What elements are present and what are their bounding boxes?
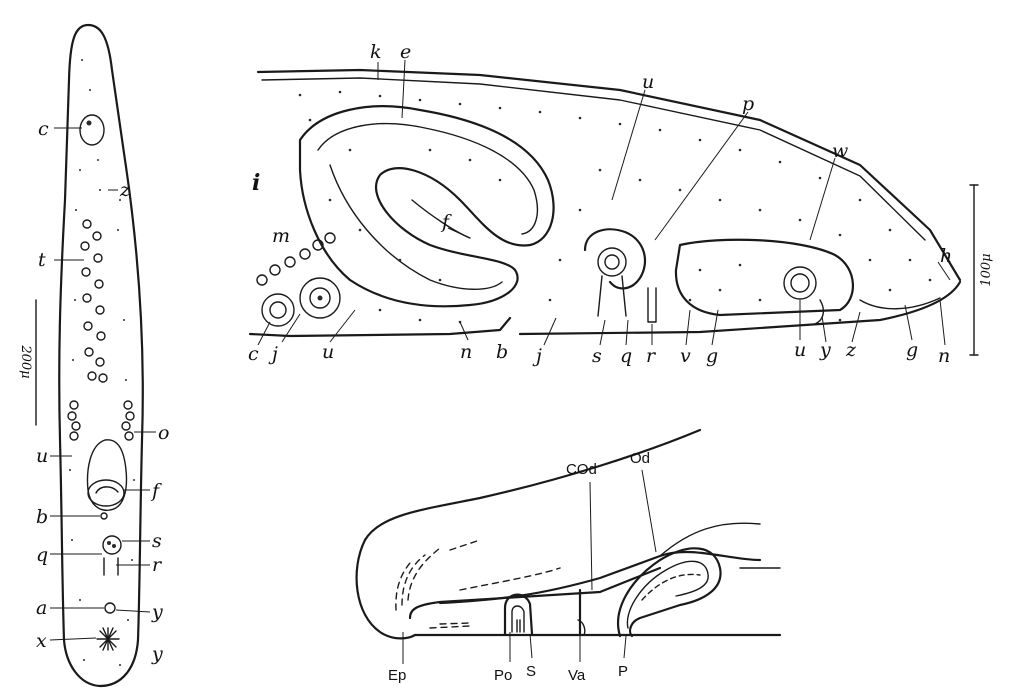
label-r: r <box>152 554 163 576</box>
label-p: p <box>742 93 754 115</box>
penis-bulb <box>583 228 647 290</box>
label-COd: COd <box>566 461 597 478</box>
label-j: j <box>268 343 278 365</box>
label-j-2: j <box>532 345 542 367</box>
label-v: v <box>680 345 691 367</box>
label-P: P <box>618 663 628 680</box>
label-a: a <box>36 597 47 619</box>
label-g-2: g <box>906 339 918 361</box>
pharynx-fold <box>298 105 555 308</box>
scale-label-a: 200μ <box>18 344 33 378</box>
label-s: s <box>152 530 162 552</box>
label-c: c <box>248 343 259 365</box>
tissue-stipple <box>298 90 932 324</box>
sagittal-section-drawing: 100μ k e u p w i f m h c j u n b j s q r… <box>248 41 994 367</box>
label-n-2: n <box>938 345 950 367</box>
label-q: q <box>36 544 48 566</box>
label-x: x <box>36 630 47 652</box>
pharynx <box>86 439 128 512</box>
label-o: o <box>158 422 169 444</box>
label-r: r <box>646 345 657 367</box>
label-Po: Po <box>494 667 512 684</box>
worm-body-outline <box>58 23 144 688</box>
label-z: z <box>119 179 131 201</box>
adhesive-rosette <box>96 627 120 651</box>
label-g: g <box>706 345 718 367</box>
label-h: h <box>940 245 952 267</box>
label-b: b <box>496 341 508 363</box>
ovaries <box>67 400 135 441</box>
label-u-top: u <box>642 71 654 93</box>
label-q: q <box>620 345 632 367</box>
label-u-bottom-right: u <box>794 339 806 361</box>
label-S: S <box>526 663 536 680</box>
label-b: b <box>36 506 48 528</box>
label-n: n <box>460 341 472 363</box>
schematic-drawing: COd Od Ep Po S Va P <box>355 428 782 684</box>
testes <box>80 219 108 383</box>
schematic-body-outline <box>355 428 702 640</box>
scale-label-b: 100μ <box>979 253 994 286</box>
label-u: u <box>36 445 48 467</box>
label-z: z <box>845 339 857 361</box>
label-c: c <box>38 118 49 140</box>
label-f: f <box>440 211 452 233</box>
label-e: e <box>400 41 411 63</box>
label-t: t <box>38 249 46 271</box>
label-i: i <box>252 170 260 196</box>
label-y-lower: y <box>151 643 163 665</box>
label-Od: Od <box>630 450 650 467</box>
label-Ep: Ep <box>388 667 406 684</box>
label-f: f <box>150 480 162 502</box>
label-k: k <box>370 41 382 63</box>
label-s: s <box>592 345 602 367</box>
label-y: y <box>819 339 831 361</box>
label-u-bottom-left: u <box>322 341 334 363</box>
label-y: y <box>151 601 163 623</box>
label-w: w <box>832 140 848 162</box>
label-Va: Va <box>568 667 586 684</box>
label-m: m <box>272 225 290 247</box>
whole-worm-drawing: 200μ c z t o u f b s q r a y x y <box>18 23 169 688</box>
